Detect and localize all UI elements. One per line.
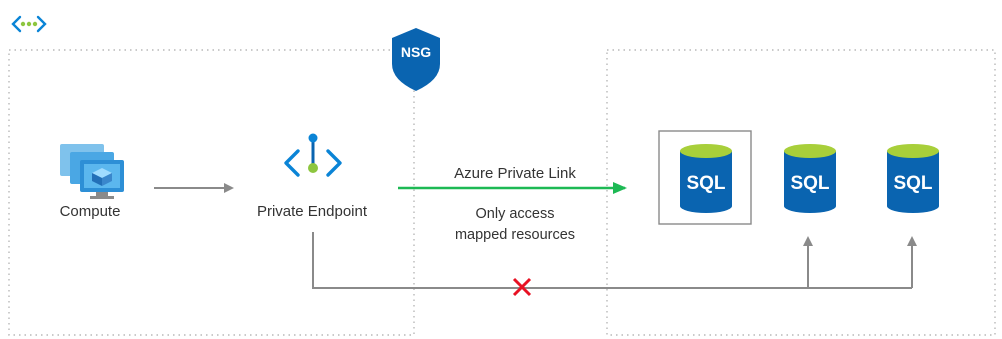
sql-database-icon [784,144,836,213]
private-endpoint-icon [284,133,342,177]
sql-label-2: SQL [790,173,830,194]
access-note: Only access mapped resources [430,204,600,246]
private-endpoint-label: Private Endpoint [256,203,368,220]
paas-boundary [606,49,996,336]
access-note-line-2: mapped resources [454,227,576,243]
vnet-boundary [8,49,415,336]
private-link-label: Azure Private Link [454,165,576,182]
compute-label: Compute [59,203,121,220]
sql-database-icon [680,144,732,213]
endpoint-bottom-connector [312,232,912,289]
selected-resource-frame [658,130,752,225]
access-note-line-1: Only access [475,206,555,222]
sql-database-icon [887,144,939,213]
nsg-shield-icon [392,28,440,91]
virtual-network-icon [11,15,47,33]
sql-label-3: SQL [893,173,933,194]
virtual-machines-icon [60,144,124,199]
x-mark-icon [512,277,532,297]
sql-label-1: SQL [686,173,726,194]
nsg-label: NSG [400,44,432,60]
